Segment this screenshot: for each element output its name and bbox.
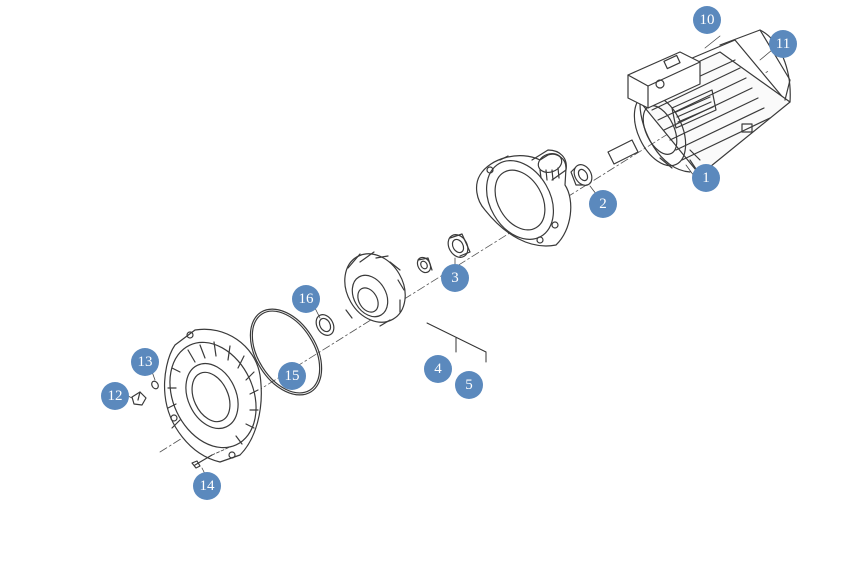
pump-volute — [475, 149, 572, 247]
drain-washer — [151, 380, 159, 390]
fastener-bracket — [426, 322, 487, 363]
callout-14: 14 — [193, 472, 221, 500]
callout-11: 11 — [769, 30, 797, 58]
callout-5: 5 — [455, 371, 483, 399]
motor — [607, 29, 791, 176]
cover-screw — [191, 454, 213, 469]
o-ring-gasket — [249, 308, 323, 396]
front-cover — [163, 328, 262, 463]
callout-4: 4 — [424, 355, 452, 383]
callout-13: 13 — [131, 348, 159, 376]
impeller — [344, 251, 406, 327]
callout-3: 3 — [441, 264, 469, 292]
callout-15: 15 — [278, 362, 306, 390]
wear-ring — [315, 314, 335, 336]
callout-10: 10 — [693, 6, 721, 34]
callout-1: 1 — [692, 164, 720, 192]
drain-plug — [131, 391, 147, 406]
seal-assembly — [416, 233, 471, 274]
callout-2: 2 — [589, 190, 617, 218]
callout-16: 16 — [292, 285, 320, 313]
shaft-seal — [570, 164, 593, 186]
callout-12: 12 — [101, 382, 129, 410]
